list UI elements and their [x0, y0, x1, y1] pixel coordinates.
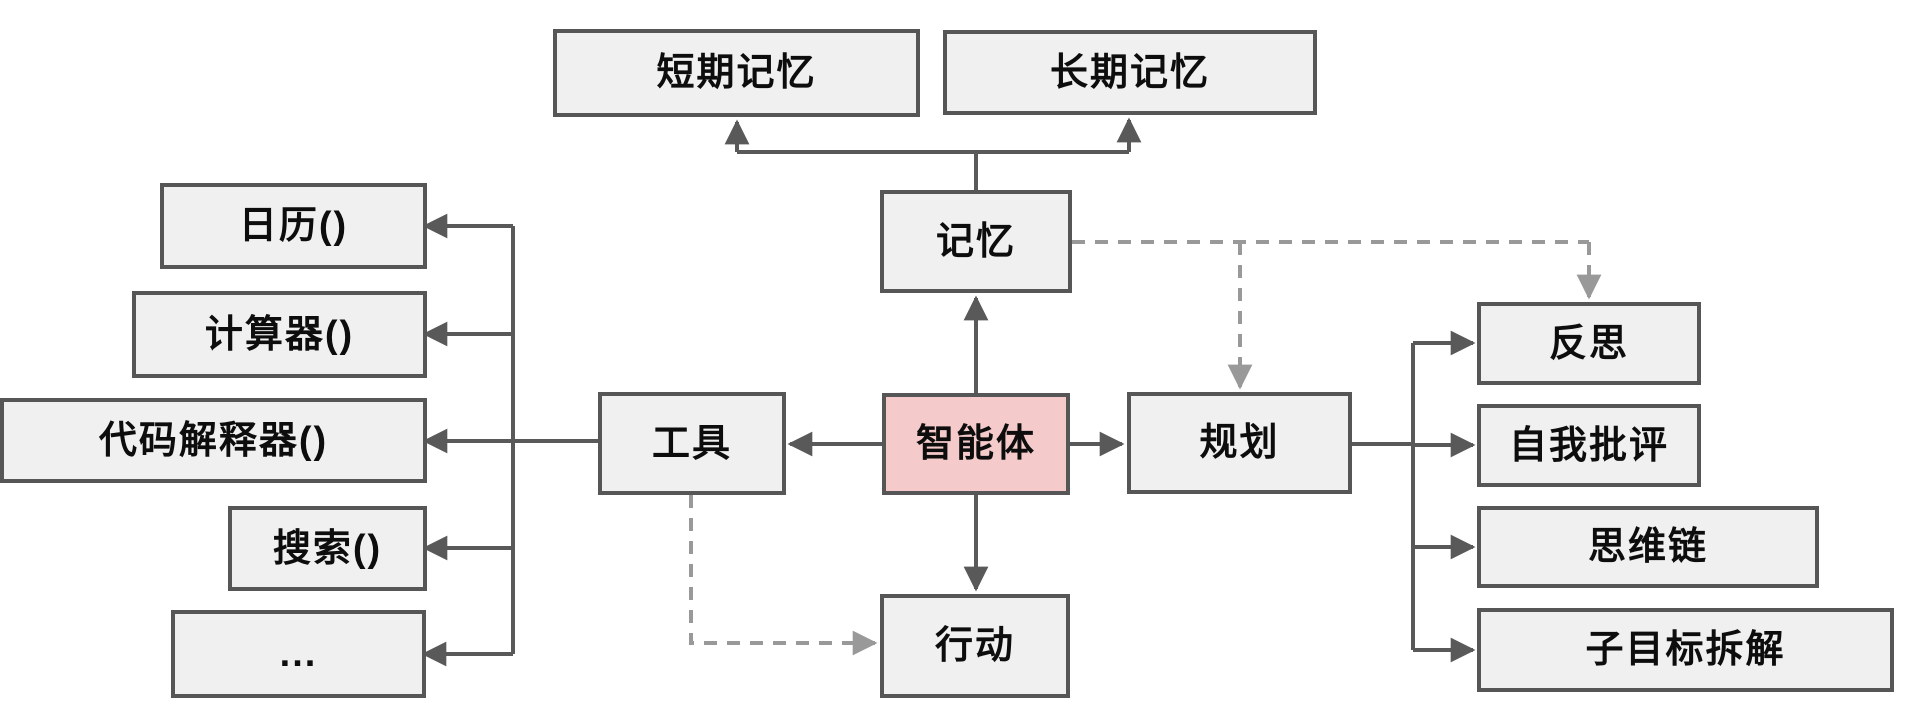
node-action-label: 行动 — [934, 625, 1015, 667]
node-short-term-memory-label: 短期记忆 — [656, 52, 817, 94]
node-agent: 智能体 — [882, 393, 1070, 495]
node-long-term-memory-label: 长期记忆 — [1049, 51, 1210, 94]
node-subgoal-decomposition: 子目标拆解 — [1477, 608, 1894, 692]
node-subgoal-decomposition-label: 子目标拆解 — [1585, 629, 1786, 671]
node-reflection: 反思 — [1477, 302, 1701, 385]
node-chain-of-thought-label: 思维链 — [1587, 526, 1708, 568]
node-planning-label: 规划 — [1199, 422, 1280, 464]
node-search: 搜索() — [228, 506, 427, 591]
node-self-critique: 自我批评 — [1477, 404, 1701, 487]
node-agent-label: 智能体 — [915, 423, 1036, 465]
edge-tools-action-dashed — [689, 495, 878, 656]
node-reflection-label: 反思 — [1548, 322, 1629, 365]
node-more-tools-label: ... — [279, 633, 318, 675]
node-memory-label: 记忆 — [935, 220, 1016, 263]
node-calculator-label: 计算器() — [204, 313, 355, 356]
node-self-critique-label: 自我批评 — [1508, 424, 1669, 467]
node-short-term-memory: 短期记忆 — [553, 29, 920, 117]
node-long-term-memory: 长期记忆 — [943, 30, 1317, 115]
node-calendar: 日历() — [160, 183, 427, 269]
node-calculator: 计算器() — [132, 291, 427, 378]
node-planning: 规划 — [1127, 392, 1352, 494]
node-more-tools: ... — [171, 610, 426, 698]
node-calendar-label: 日历() — [238, 205, 349, 247]
node-tools-label: 工具 — [651, 422, 732, 465]
node-chain-of-thought: 思维链 — [1477, 506, 1819, 588]
node-code-interpreter-label: 代码解释器() — [98, 419, 329, 462]
node-memory: 记忆 — [880, 190, 1072, 293]
node-tools: 工具 — [598, 392, 786, 495]
node-action: 行动 — [880, 594, 1070, 698]
node-search-label: 搜索() — [272, 527, 383, 570]
node-code-interpreter: 代码解释器() — [0, 398, 427, 483]
